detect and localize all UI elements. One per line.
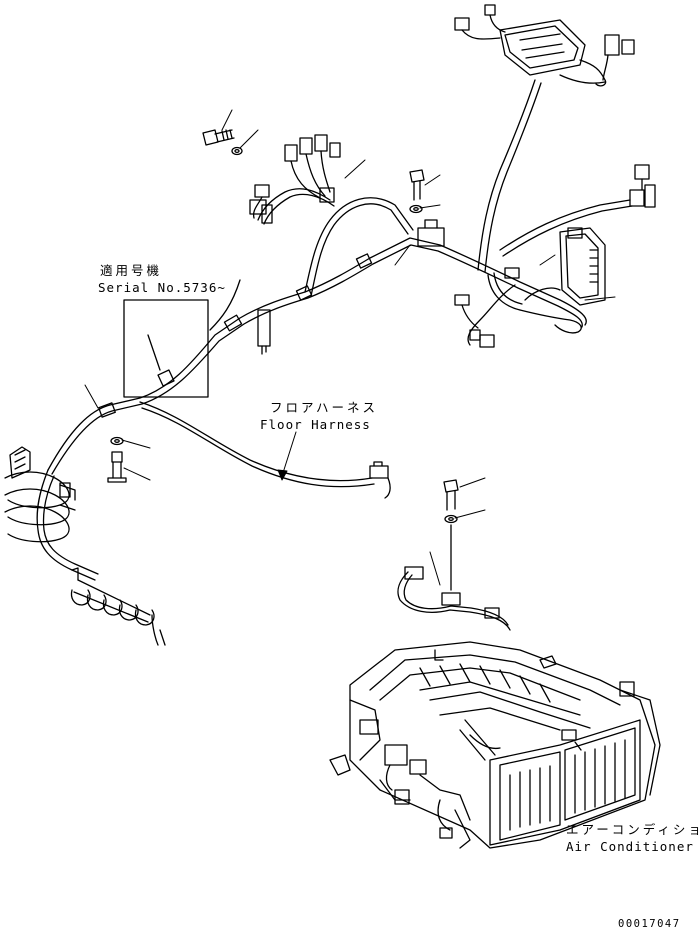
floor-harness-connector — [369, 461, 391, 499]
air-conditioner-label-jp: エアーコンディショナ — [566, 822, 699, 837]
serial-callout-box — [123, 299, 209, 398]
left-bracket-stack — [4, 446, 76, 543]
floor-harness-label-jp: フロアハーネス — [270, 400, 379, 415]
air-conditioner-label-en: Air Conditioner — [566, 839, 694, 854]
air-conditioner-unit — [329, 566, 661, 849]
serial-label-en: Serial No.5736~ — [98, 280, 226, 295]
upper-left-connectors — [249, 134, 341, 224]
serial-label-jp: 適用号機 — [100, 263, 163, 278]
bolt-above-ac — [443, 479, 459, 591]
top-connector-bundle — [454, 4, 635, 87]
bolt-lower-left — [107, 436, 127, 483]
right-connector-block — [504, 164, 656, 334]
lower-right-harness — [454, 284, 516, 348]
harness-clamps — [98, 187, 445, 418]
main-harness — [36, 79, 633, 581]
drawing-number: 00017047 — [618, 918, 681, 930]
leader-lines — [84, 109, 616, 586]
bolt-top-left — [202, 129, 243, 156]
floor-harness-label-en: Floor Harness — [260, 417, 371, 432]
bottom-left-coil — [70, 567, 166, 646]
bolt-upper-middle — [409, 169, 425, 214]
